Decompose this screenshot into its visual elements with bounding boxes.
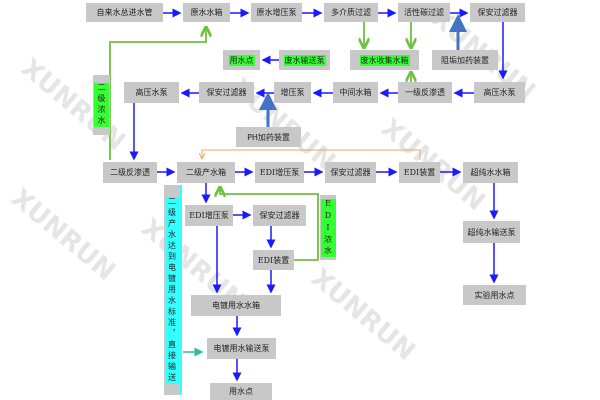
node-multimedia-filter: 多介质过滤 bbox=[324, 3, 378, 22]
node-plating-tank: 电镀用水水箱 bbox=[191, 295, 281, 316]
node-ultrapure-pump: 超纯水输送泵 bbox=[463, 221, 520, 243]
node-ro-stage-2: 二级反渗透 bbox=[103, 162, 157, 183]
node-carbon-filter: 活性碳过滤 bbox=[398, 3, 450, 22]
node-security-filter-1: 保安过滤器 bbox=[470, 3, 525, 22]
node-edi-concentrate: EDI浓水 bbox=[320, 195, 336, 260]
node-hp-pump-2: 高压水泵 bbox=[124, 82, 179, 103]
node-security-filter-2: 保安过滤器 bbox=[199, 82, 254, 103]
node-plating-pump: 电镀用水输送泵 bbox=[207, 338, 276, 359]
node-lab-use-point: 实验用水点 bbox=[463, 285, 526, 305]
node-use-point-2: 用水点 bbox=[210, 383, 272, 400]
node-security-filter-3: 保安过滤器 bbox=[325, 162, 376, 183]
node-edi-unit-2: EDI装置 bbox=[253, 250, 294, 270]
node-edi-unit-1: EDI装置 bbox=[399, 162, 440, 183]
node-ro-stage-1: 一级反渗透 bbox=[398, 82, 452, 103]
node-edi-pump-1: EDI增压泵 bbox=[255, 162, 304, 183]
node-edi-pump-2: EDI增压泵 bbox=[185, 205, 233, 226]
node-mains-inlet: 自来水总进水管 bbox=[86, 3, 163, 22]
node-booster-pump: 增压泵 bbox=[274, 82, 311, 103]
node-hp-pump-1: 高压水泵 bbox=[474, 82, 525, 103]
node-ro2-product-tank: 二级产水箱 bbox=[177, 162, 235, 183]
node-raw-water-tank: 原水水箱 bbox=[183, 3, 230, 22]
node-ultrapure-tank: 超纯水水箱 bbox=[463, 162, 518, 183]
node-antiscalant-dosing: 阻垢加药装置 bbox=[432, 50, 498, 70]
node-ro2-concentrate: 二级浓水 bbox=[93, 75, 110, 135]
node-direct-supply: 二级产水达到电镀用水标准，直接输送 bbox=[164, 185, 182, 395]
node-waste-tank: 废水收集水箱 bbox=[350, 50, 419, 70]
node-intermediate-tank: 中间水箱 bbox=[333, 82, 378, 103]
node-security-filter-4: 保安过滤器 bbox=[253, 205, 306, 226]
node-ph-dosing: PH加药装置 bbox=[236, 127, 301, 147]
node-raw-water-pump: 原水增压泵 bbox=[251, 3, 302, 22]
node-waste-pump: 废水输送泵 bbox=[279, 50, 330, 70]
node-use-point-1: 用水点 bbox=[223, 50, 260, 70]
